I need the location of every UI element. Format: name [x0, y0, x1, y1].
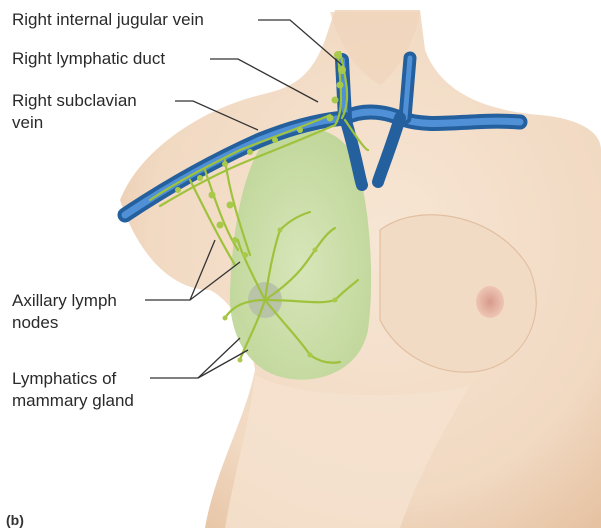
areola-right [476, 286, 504, 318]
label-axillary-lymph-nodes: Axillary lymph nodes [12, 290, 117, 334]
label-right-lymphatic-duct: Right lymphatic duct [12, 48, 165, 70]
label-right-subclavian-vein: Right subclavian vein [12, 90, 137, 134]
label-lymphatics-mammary-gland: Lymphatics of mammary gland [12, 368, 134, 412]
label-right-internal-jugular-vein: Right internal jugular vein [12, 9, 204, 31]
panel-letter: (b) [6, 512, 24, 528]
